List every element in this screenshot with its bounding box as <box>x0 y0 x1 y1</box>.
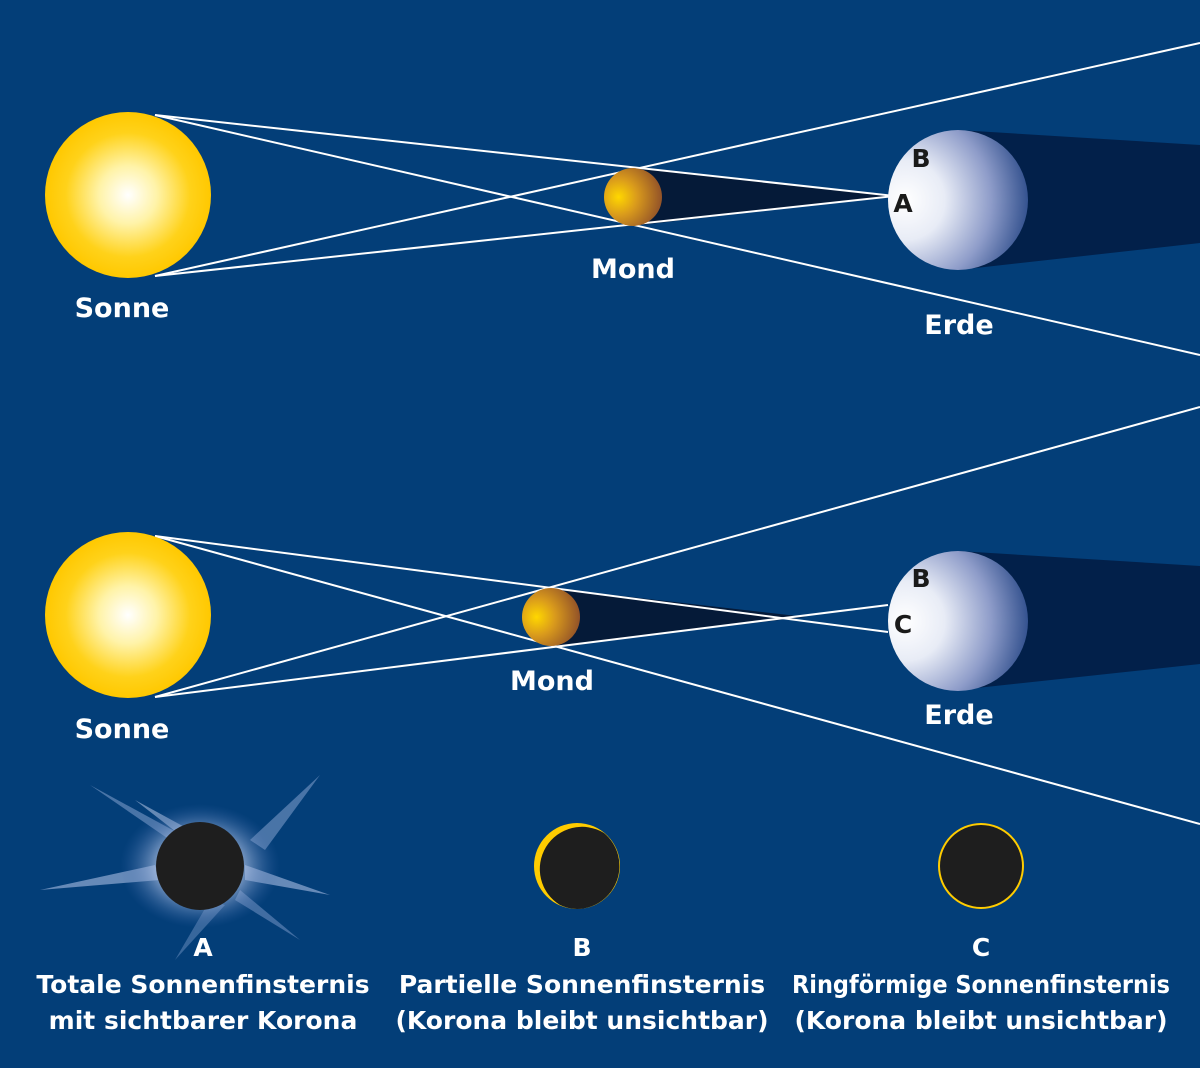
legend-line2: mit sichtbarer Korona <box>49 1006 358 1035</box>
legend-caption-b: B Partielle Sonnenfinsternis (Korona ble… <box>395 933 768 1035</box>
earth <box>888 130 1028 270</box>
legend-line2: (Korona bleibt unsichtbar) <box>395 1006 768 1035</box>
earth <box>888 551 1028 691</box>
light-rays <box>154 42 1200 356</box>
sun-label: Sonne <box>75 293 170 324</box>
legend-letter: C <box>972 933 990 962</box>
diagram-total-eclipse: Sonne Mond Erde B A <box>45 42 1200 356</box>
legend-letter: B <box>572 933 591 962</box>
legend-caption-a: A Totale Sonnenfinsternis mit sichtbarer… <box>36 933 369 1035</box>
moon <box>522 588 580 646</box>
light-rays <box>154 406 1200 825</box>
sun <box>45 112 211 278</box>
point-b-label: B <box>911 564 930 593</box>
moon-label: Mond <box>510 666 594 697</box>
moon-umbra <box>632 168 895 226</box>
legend-icon-total <box>40 775 330 960</box>
eclipse-disk <box>156 822 244 910</box>
point-a-label: A <box>893 189 913 218</box>
legend-line1: Partielle Sonnenfinsternis <box>399 970 765 999</box>
point-c-label: C <box>894 610 912 639</box>
earth-label: Erde <box>924 700 993 731</box>
moon <box>604 168 662 226</box>
legend-icon-partial <box>534 823 620 909</box>
earth-label: Erde <box>924 310 993 341</box>
sun <box>45 532 211 698</box>
legend-line2: (Korona bleibt unsichtbar) <box>794 1006 1167 1035</box>
legend-icon-annular <box>938 823 1024 909</box>
moon-umbra <box>552 588 806 646</box>
sun-label: Sonne <box>75 714 170 745</box>
legend-letter: A <box>193 933 213 962</box>
legend-caption-c: C Ringförmige Sonnenfinsternis (Korona b… <box>792 933 1170 1035</box>
moon-label: Mond <box>591 254 675 285</box>
eclipse-disk <box>940 825 1022 907</box>
legend-line1: Totale Sonnenfinsternis <box>36 970 369 999</box>
legend-line1: Ringförmige Sonnenfinsternis <box>792 970 1170 999</box>
diagram-annular-eclipse: Sonne Mond Erde B C <box>45 406 1200 825</box>
point-b-label: B <box>911 144 930 173</box>
